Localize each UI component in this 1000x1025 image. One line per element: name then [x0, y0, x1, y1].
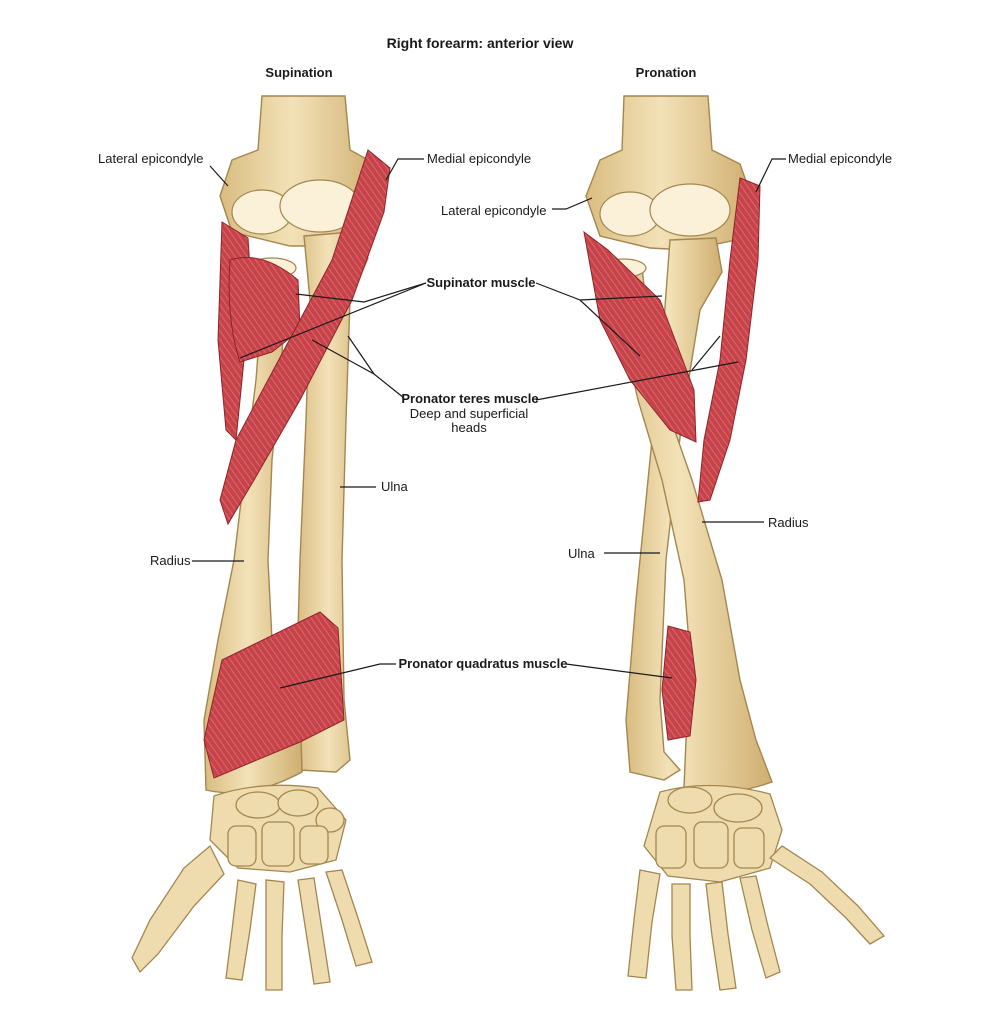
leader-lines	[192, 158, 786, 689]
pronator-teres-right	[697, 177, 761, 503]
label-medial-epicondyle-supination: Medial epicondyle	[427, 151, 531, 166]
supinator-muscle-right	[583, 230, 697, 443]
label-supinator-muscle: Supinator muscle	[426, 275, 535, 290]
pronation-illustration	[583, 95, 886, 991]
hand-left	[131, 784, 373, 991]
pronator-quadratus-right	[661, 625, 697, 741]
ulna-right	[625, 237, 723, 781]
label-lateral-epicondyle-supination: Lateral epicondyle	[98, 151, 204, 166]
figure-title: Right forearm: anterior view	[387, 35, 574, 51]
pronation-heading: Pronation	[636, 65, 697, 80]
labels: Lateral epicondyle Medial epicondyle Sup…	[98, 151, 892, 671]
pronator-teres-left	[219, 149, 391, 526]
label-pronator-teres-note-1: Deep and superficial	[410, 406, 529, 421]
label-lateral-epicondyle-pronation: Lateral epicondyle	[441, 203, 547, 218]
label-radius-supination: Radius	[150, 553, 191, 568]
label-medial-epicondyle-pronation: Medial epicondyle	[788, 151, 892, 166]
hand-right	[627, 784, 886, 991]
trochlea-right	[649, 183, 731, 237]
label-pronator-teres-muscle: Pronator teres muscle	[401, 391, 538, 406]
pronator-quadratus-left	[203, 611, 345, 779]
supination-heading: Supination	[265, 65, 332, 80]
supinator-muscle-left	[228, 257, 301, 363]
label-ulna-supination: Ulna	[381, 479, 409, 494]
label-radius-pronation: Radius	[768, 515, 809, 530]
label-ulna-pronation: Ulna	[568, 546, 596, 561]
label-pronator-teres-note-2: heads	[451, 420, 487, 435]
supination-illustration	[131, 95, 391, 991]
label-pronator-quadratus-muscle: Pronator quadratus muscle	[398, 656, 567, 671]
